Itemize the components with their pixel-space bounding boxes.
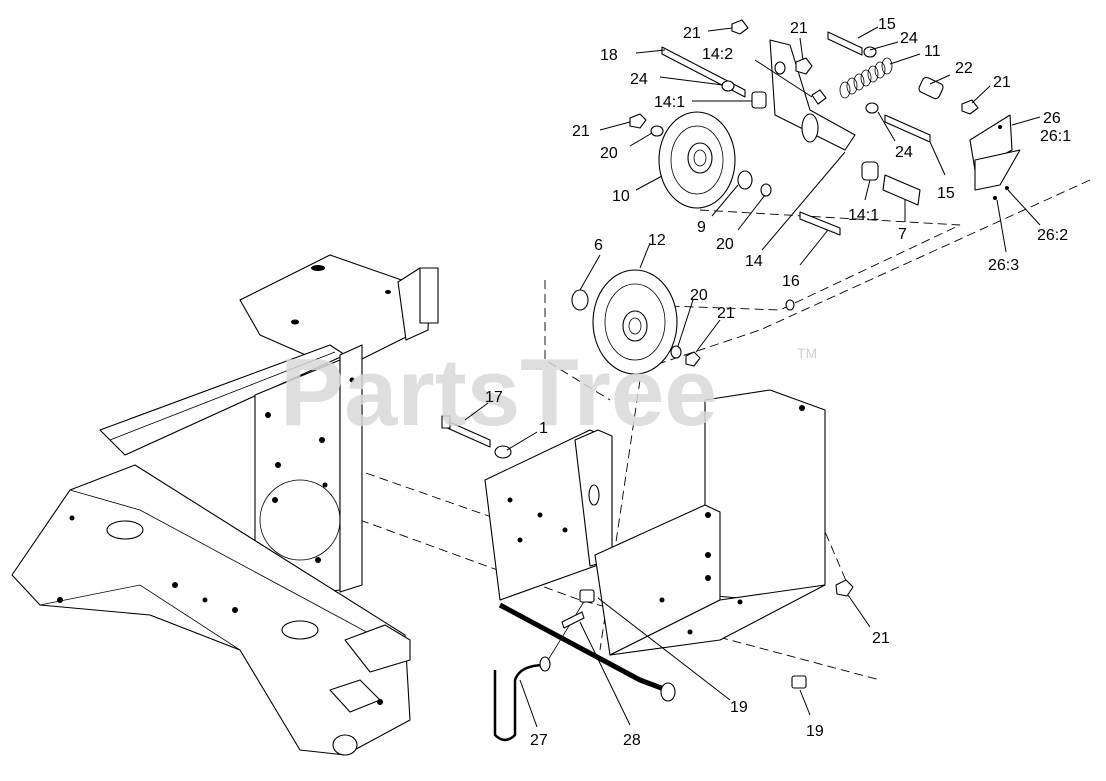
watermark-trademark: TM <box>797 345 817 361</box>
callout-1: 1 <box>539 420 548 437</box>
callout-26: 26 <box>1043 110 1061 127</box>
callout-7: 7 <box>898 226 907 243</box>
callout-21: 21 <box>872 630 890 647</box>
callout-19: 19 <box>730 699 748 716</box>
callout-24: 24 <box>630 71 648 88</box>
callout-21: 21 <box>717 305 735 322</box>
idler-arm-assembly <box>629 19 1021 236</box>
callout-22: 22 <box>955 60 973 77</box>
bolt-17-washer-1 <box>441 415 512 459</box>
watermark-brand: PartsTree <box>280 339 718 446</box>
control-rod <box>493 589 676 742</box>
callout-21: 21 <box>683 25 701 42</box>
right-bracket <box>594 389 826 656</box>
callout-14-1: 14:1 <box>848 207 879 224</box>
leader-lines <box>464 26 1041 728</box>
callout-26-1: 26:1 <box>1040 128 1071 145</box>
callout-17: 17 <box>485 389 503 406</box>
callout-26-3: 26:3 <box>988 257 1019 274</box>
callout-18: 18 <box>600 47 618 64</box>
center-bracket <box>484 429 613 601</box>
callout-15: 15 <box>937 185 955 202</box>
callout-27: 27 <box>530 732 548 749</box>
callout-21: 21 <box>993 74 1011 91</box>
callout-19: 19 <box>806 723 824 740</box>
callout-20: 20 <box>690 287 708 304</box>
callout-15: 15 <box>878 16 896 33</box>
tension-spring <box>839 57 893 99</box>
callout-labels: 21 21 15 24 18 14:2 11 22 24 21 14:1 26 … <box>485 16 1071 749</box>
lower-pulley <box>571 269 795 375</box>
watermark: PartsTree TM <box>280 339 817 446</box>
callout-28: 28 <box>623 732 641 749</box>
callout-26-2: 26:2 <box>1037 227 1068 244</box>
callout-9: 9 <box>697 219 706 236</box>
callout-14: 14 <box>745 253 763 270</box>
callout-21: 21 <box>572 123 590 140</box>
callout-6: 6 <box>594 237 603 254</box>
callout-20: 20 <box>716 236 734 253</box>
callout-14-1: 14:1 <box>654 94 685 111</box>
main-frame <box>11 254 439 756</box>
callout-24: 24 <box>900 30 918 47</box>
callout-10: 10 <box>612 188 630 205</box>
callout-21: 21 <box>790 20 808 37</box>
callout-16: 16 <box>782 273 800 290</box>
callout-20: 20 <box>600 145 618 162</box>
callout-24: 24 <box>895 144 913 161</box>
callout-14-2: 14:2 <box>702 46 733 63</box>
callout-11: 11 <box>924 43 941 60</box>
callout-12: 12 <box>648 232 666 249</box>
fasteners-lower <box>791 579 854 689</box>
